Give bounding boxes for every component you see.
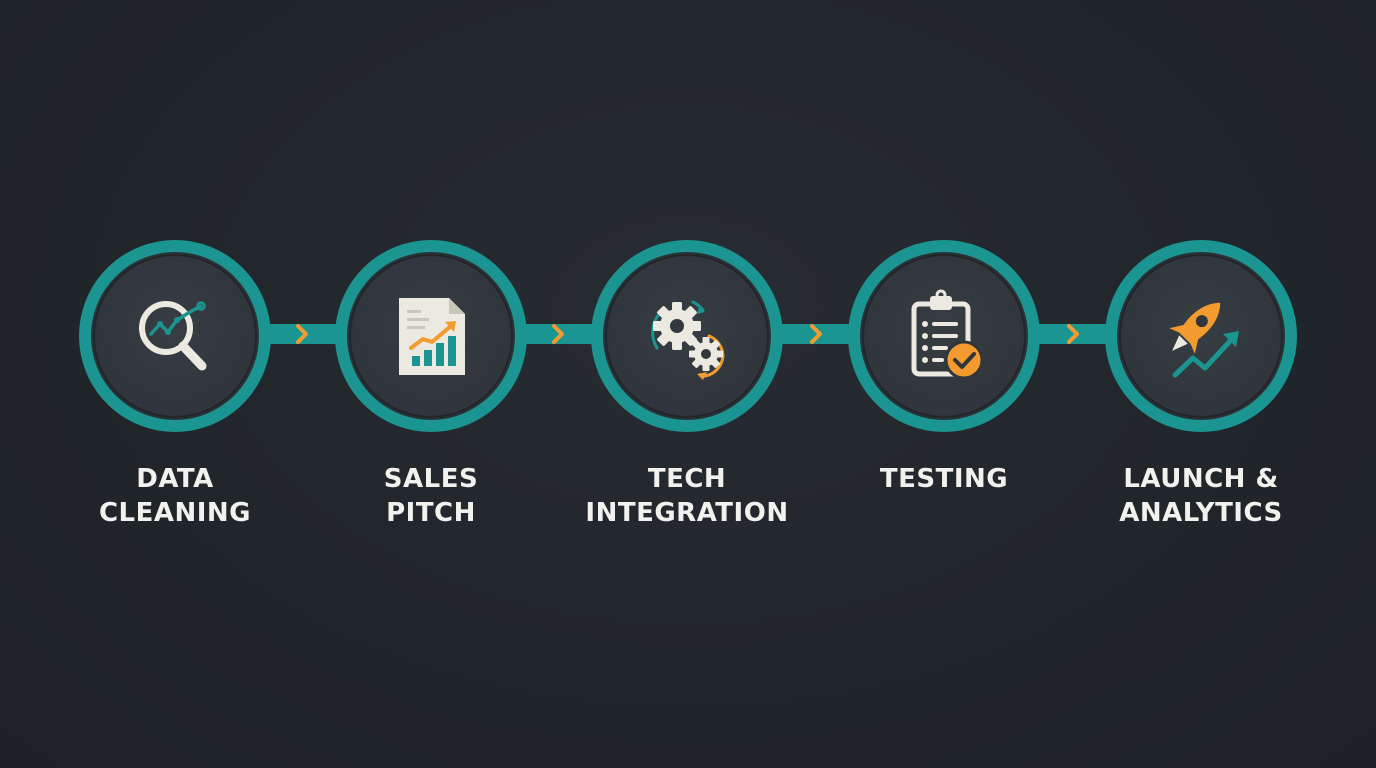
report-chart-icon bbox=[399, 298, 465, 375]
step-circle-data-cleaning bbox=[79, 240, 271, 432]
step-label-launch-analytics: LAUNCH & ANALYTICS bbox=[1081, 462, 1321, 530]
step-label-line: PITCH bbox=[386, 498, 476, 528]
chevron-right-icon bbox=[810, 324, 822, 344]
rocket-growth-icon bbox=[1169, 302, 1239, 378]
step-circle-testing bbox=[848, 240, 1040, 432]
step-label-tech-integration: TECH INTEGRATION bbox=[567, 462, 807, 530]
step-label-data-cleaning: DATA CLEANING bbox=[55, 462, 295, 530]
step-circle-sales-pitch bbox=[335, 240, 527, 432]
step-label-testing: TESTING bbox=[824, 462, 1064, 496]
step-circle-launch-analytics bbox=[1105, 240, 1297, 432]
step-label-sales-pitch: SALES PITCH bbox=[311, 462, 551, 530]
step-label-line: INTEGRATION bbox=[585, 498, 789, 528]
checklist-check-icon bbox=[911, 289, 984, 380]
gears-icon bbox=[651, 300, 725, 380]
step-circle-inner bbox=[93, 254, 257, 418]
chevron-right-icon bbox=[1067, 324, 1079, 344]
magnifier-chart-icon bbox=[139, 301, 207, 371]
chevron-right-icon bbox=[296, 324, 308, 344]
step-label-line: CLEANING bbox=[98, 498, 252, 528]
step-label-line: TESTING bbox=[879, 464, 1009, 494]
step-circle-tech-integration bbox=[591, 240, 783, 432]
connector-3-4 bbox=[774, 324, 860, 344]
connector-4-5 bbox=[1030, 324, 1116, 344]
step-label-line: SALES bbox=[383, 464, 479, 494]
step-label-line: ANALYTICS bbox=[1119, 498, 1283, 528]
step-label-line: LAUNCH & bbox=[1123, 464, 1279, 494]
chevron-right-icon bbox=[552, 324, 564, 344]
step-label-line: DATA bbox=[136, 464, 214, 494]
step-label-line: TECH bbox=[647, 464, 727, 494]
